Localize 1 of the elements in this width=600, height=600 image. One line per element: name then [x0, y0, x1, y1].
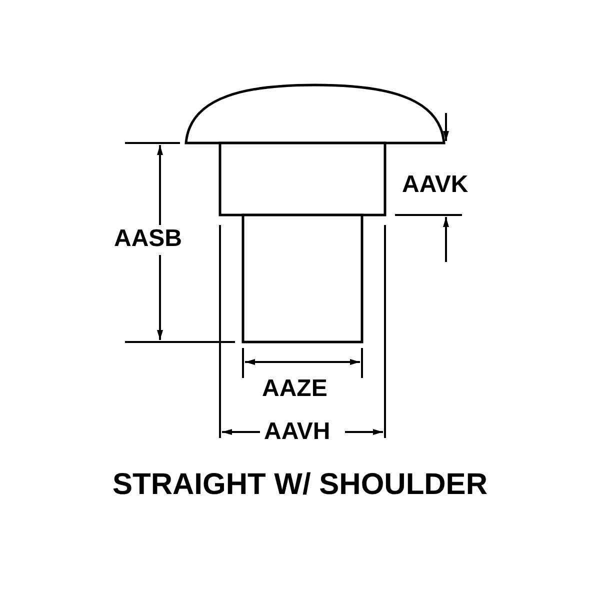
caption: STRAIGHT W/ SHOULDER	[112, 467, 488, 503]
